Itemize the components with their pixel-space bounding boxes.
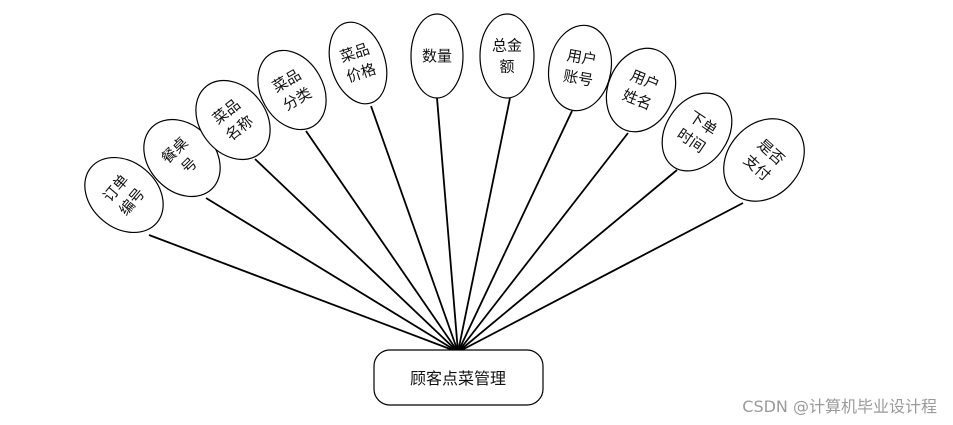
connector-lines	[148, 97, 744, 353]
connector-line	[457, 132, 629, 353]
watermark-text: CSDN @计算机毕业设计程	[742, 397, 937, 416]
connector-line	[436, 97, 459, 353]
connector-line	[457, 97, 511, 353]
attribute-label: 用户	[565, 46, 598, 69]
attribute-ellipse	[661, 92, 733, 172]
attribute-label: 总金	[492, 37, 522, 55]
attribute-ellipse	[257, 49, 327, 131]
entity-box	[373, 349, 544, 406]
connector-line	[148, 234, 459, 353]
connector-line	[457, 169, 678, 353]
attribute-label: 额	[499, 58, 514, 76]
connector-line	[457, 202, 744, 353]
attribute-ellipse	[328, 21, 388, 105]
attribute-ellipse	[479, 13, 535, 99]
connector-line	[254, 158, 459, 353]
connector-line	[370, 105, 459, 353]
entity-label: 顾客点菜管理	[410, 369, 506, 388]
attribute-ellipse	[195, 79, 271, 161]
attribute-label: 数量	[422, 47, 452, 65]
attribute-label: 账号	[562, 67, 595, 90]
attribute-ellipse	[84, 156, 164, 234]
attribute-ellipse	[605, 47, 677, 133]
attribute-node: 总金额	[479, 13, 535, 99]
attribute-ellipse	[723, 118, 805, 202]
connector-line	[305, 130, 459, 353]
attribute-group: 订单编号餐桌号菜品名称菜品分类菜品价格数量总金额用户账号用户姓名下单时间是否支付	[84, 13, 805, 234]
attribute-node: 数量	[410, 13, 464, 99]
entity-group: 顾客点菜管理	[373, 349, 544, 406]
connector-line	[205, 197, 459, 353]
attribute-node: 餐桌号	[143, 118, 221, 198]
attribute-ellipse	[410, 13, 464, 99]
connector-line	[457, 110, 573, 353]
